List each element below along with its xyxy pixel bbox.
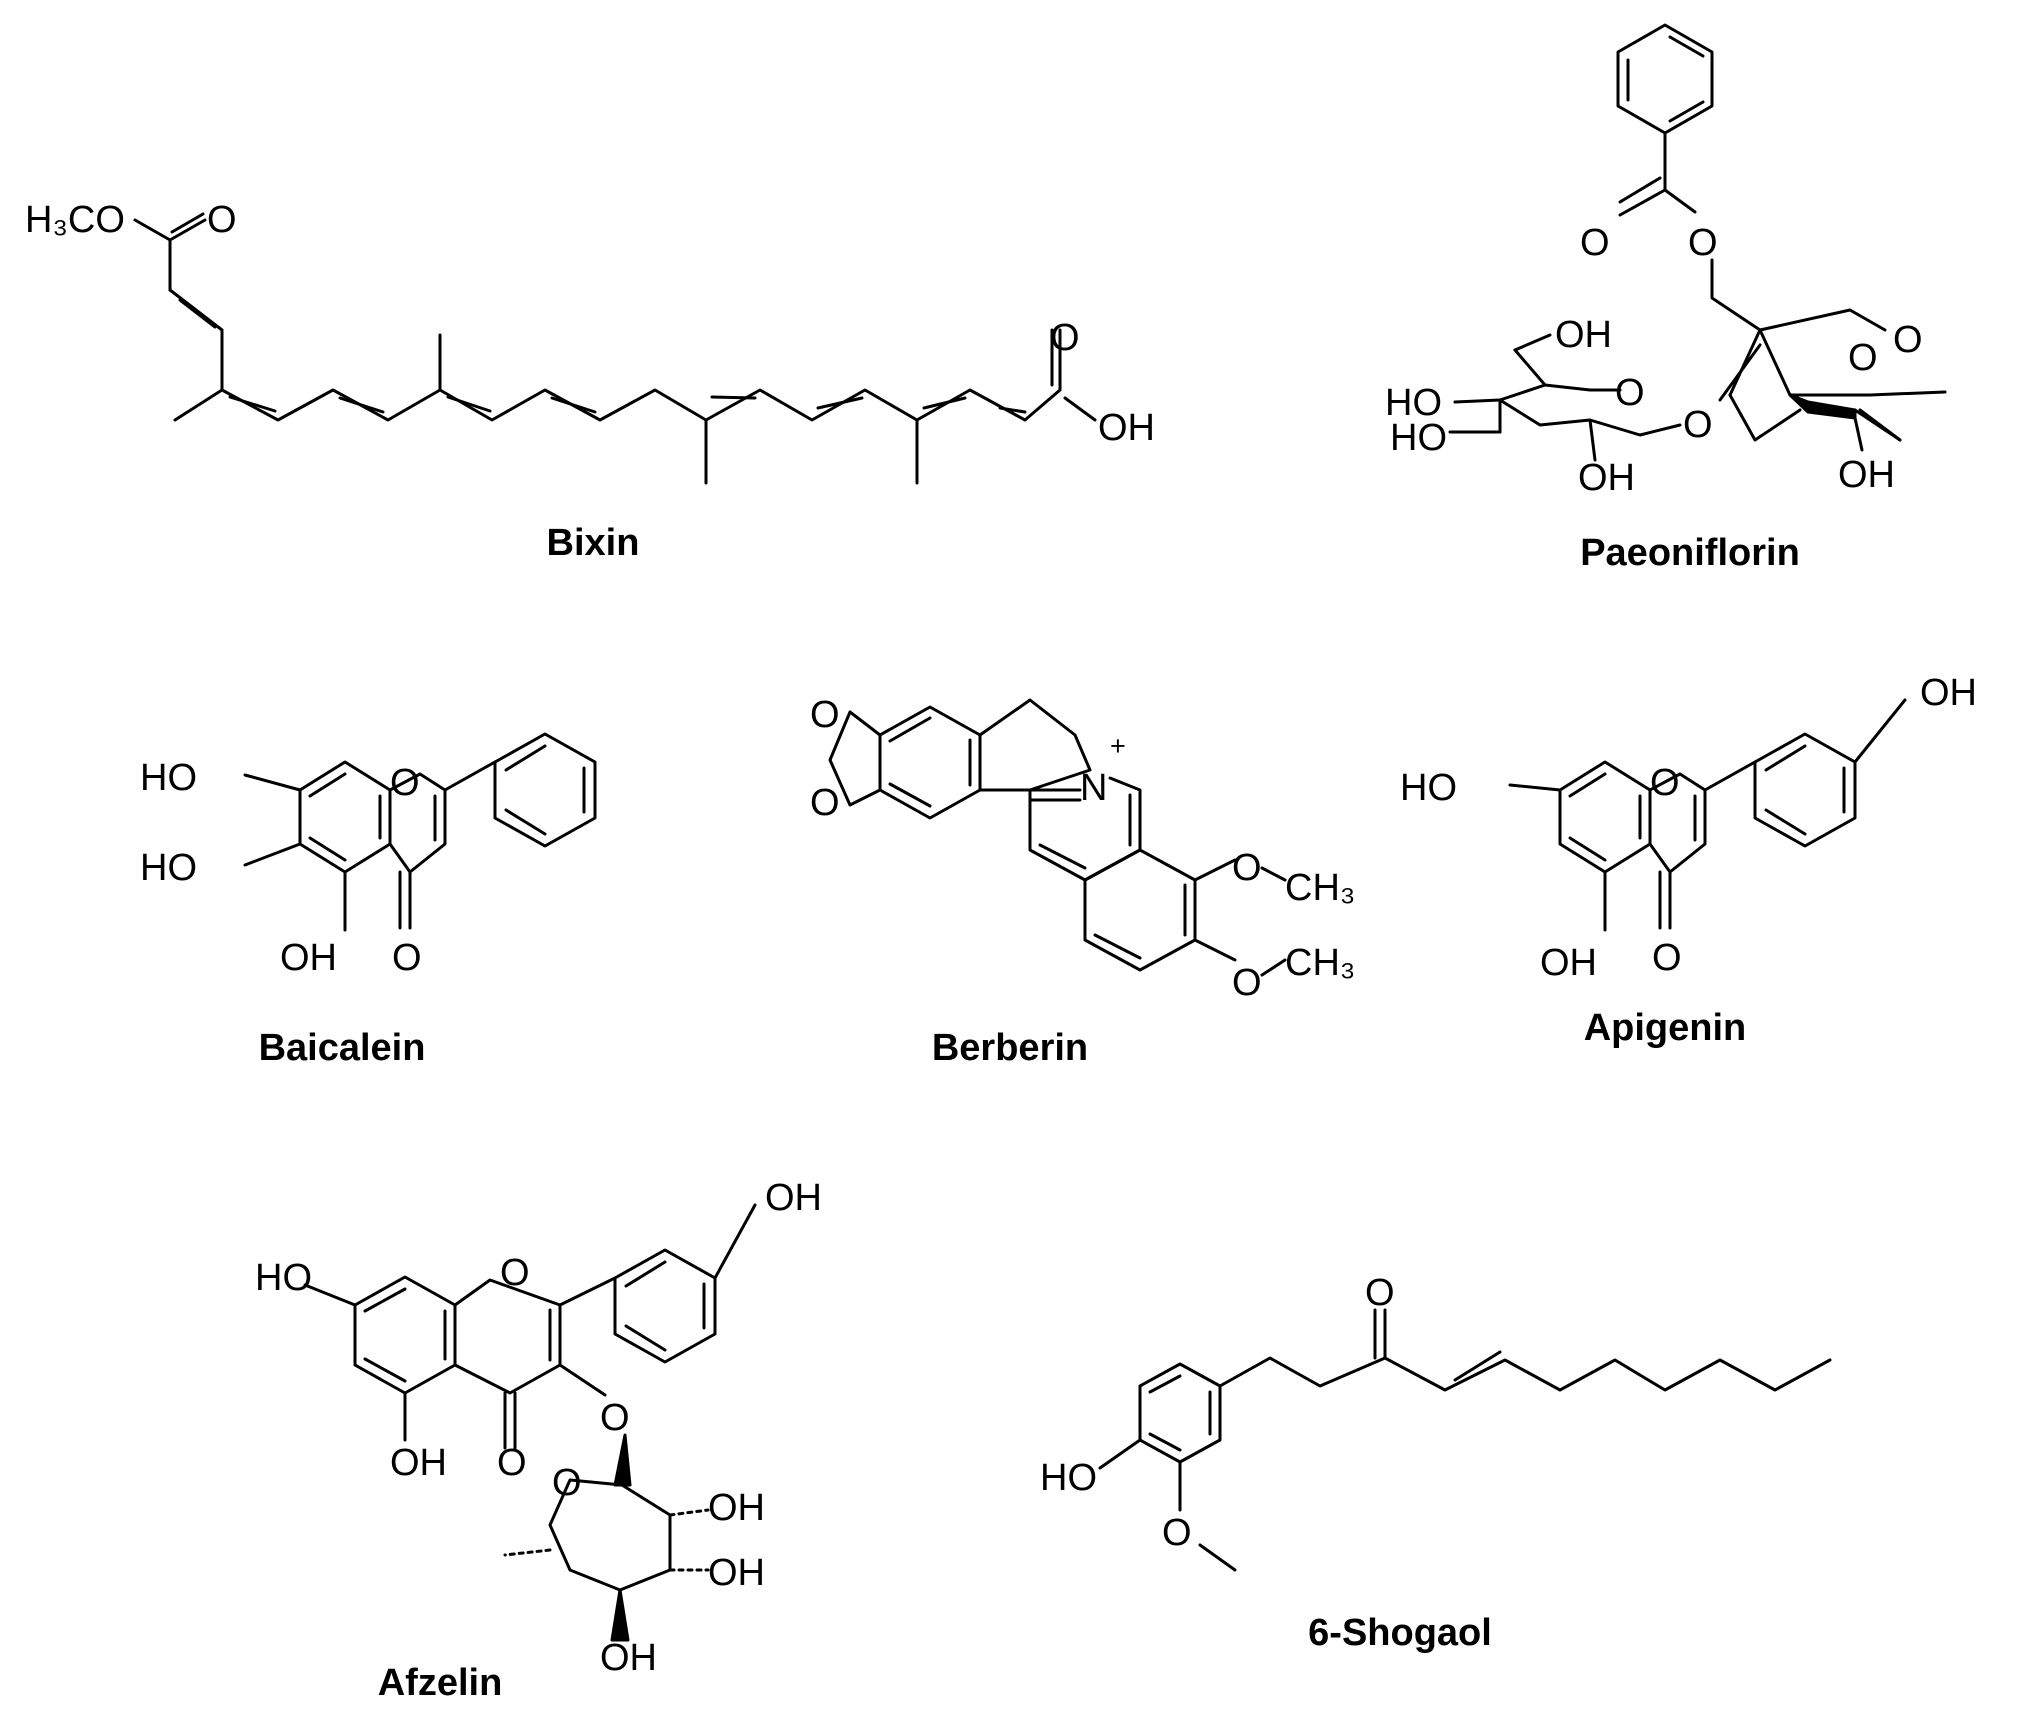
apigenin-oh-bottom-label: OH [1540, 942, 1597, 984]
apigenin-ho-label: HO [1400, 767, 1457, 809]
baicalein-a-ring [298, 760, 392, 874]
baicalein-b-ring [493, 732, 597, 848]
baicalein-name: Baicalein [259, 1027, 426, 1069]
afzelin-ho-label: HO [255, 1257, 312, 1299]
berberin-plus-label: + [1110, 731, 1126, 761]
berberin-och3-o2-label: O [1232, 962, 1262, 1004]
berberin-name: Berberin [932, 1027, 1088, 1069]
afzelin-structure: O O OH HO OH O O OH OH OH Afzelin [255, 1177, 822, 1704]
apigenin-b-ring [1753, 732, 1857, 848]
afzelin-oh-s1-label: OH [708, 1487, 765, 1529]
bixin-carbonyl-o-label: O [207, 199, 237, 241]
afzelin-b-ring [613, 1248, 717, 1364]
afzelin-keto-o-label: O [497, 1442, 527, 1484]
afzelin-link-o-label: O [600, 1397, 630, 1439]
afzelin-ring-o-label: O [500, 1252, 530, 1294]
paeoniflorin-ho1-label: HO [1385, 382, 1442, 424]
afzelin-c-ring [453, 1278, 562, 1395]
baicalein-keto-o-label: O [392, 937, 422, 979]
bixin-ester-bonds [133, 218, 207, 242]
shogaol-structure: O HO O 6-Shogaol [1040, 1272, 1832, 1654]
apigenin-structure: O O OH HO OH Apigenin [1400, 672, 1977, 1049]
apigenin-keto-o-label: O [1652, 937, 1682, 979]
berberin-o2-label: O [810, 782, 840, 824]
paeoniflorin-benzene-ring [1616, 23, 1714, 135]
paeoniflorin-ester-o2-label: O [1688, 222, 1718, 264]
paeoniflorin-structure: O O O O OH O O OH HO HO OH Paeoniflo [1385, 23, 1947, 574]
paeoniflorin-name: Paeoniflorin [1580, 532, 1800, 574]
shogaol-ho-label: HO [1040, 1457, 1097, 1499]
berberin-ch3-2-label: CH₃ [1285, 942, 1355, 984]
bixin-h3co-label: H₃CO [25, 199, 125, 241]
paeoniflorin-oh-right-label: OH [1838, 454, 1895, 496]
paeoniflorin-ester-o-label: O [1580, 222, 1610, 264]
berberin-ring-d [1083, 848, 1197, 972]
berberin-ring-b [978, 698, 1092, 792]
berberin-och3-o1-label: O [1232, 847, 1262, 889]
shogaol-keto-o-label: O [1365, 1272, 1395, 1314]
afzelin-oh-s3-label: OH [600, 1637, 657, 1679]
afzelin-oh-top-label: OH [765, 1177, 822, 1219]
berberin-o1-label: O [810, 694, 840, 736]
paeoniflorin-link-o-label: O [1683, 404, 1713, 446]
bixin-oh-label: OH [1098, 407, 1155, 449]
berberin-ch3-1-label: CH₃ [1285, 867, 1355, 909]
shogaol-side-chain [1218, 1356, 1832, 1392]
shogaol-benzene-ring [1138, 1362, 1222, 1464]
berberin-n-label: N [1080, 767, 1107, 809]
bixin-name: Bixin [547, 522, 640, 564]
paeoniflorin-ring-o-label: O [1615, 372, 1645, 414]
paeoniflorin-cage-o1-label: O [1848, 337, 1878, 379]
berberin-dioxole [828, 710, 882, 807]
bixin-polyene-chain [168, 288, 1062, 485]
afzelin-a-ring [353, 1275, 457, 1395]
apigenin-c-ring [1648, 772, 1707, 874]
shogaol-name: 6-Shogaol [1308, 1612, 1492, 1654]
paeoniflorin-oh-bottom-label: OH [1578, 457, 1635, 499]
berberin-structure: O O N + O CH₃ O CH₃ Berberin [810, 694, 1355, 1069]
afzelin-sugar-o-label: O [552, 1462, 582, 1504]
afzelin-oh-bottom-label: OH [390, 1442, 447, 1484]
berberin-ring-a [878, 705, 982, 820]
apigenin-ring-o-label: O [1650, 762, 1680, 804]
baicalein-ho2-label: HO [140, 847, 197, 889]
paeoniflorin-ch2-oh-label: OH [1555, 314, 1612, 356]
paeoniflorin-cage-o2-label: O [1893, 319, 1923, 361]
baicalein-ring-o-label: O [390, 762, 420, 804]
afzelin-rhamnose-ring [548, 1478, 672, 1592]
apigenin-oh-top-label: OH [1920, 672, 1977, 714]
apigenin-a-ring [1558, 760, 1652, 874]
baicalein-ho1-label: HO [140, 757, 197, 799]
baicalein-structure: O O HO HO OH Baicalein [140, 732, 597, 1069]
shogaol-methoxy-o-label: O [1162, 1512, 1192, 1554]
afzelin-oh-s2-label: OH [708, 1552, 765, 1594]
baicalein-c-ring [388, 772, 447, 874]
apigenin-name: Apigenin [1584, 1007, 1747, 1049]
bixin-acid-o-label: O [1050, 317, 1080, 359]
paeoniflorin-ho2-label: HO [1390, 417, 1447, 459]
baicalein-oh-label: OH [280, 937, 337, 979]
paeoniflorin-cage-bonds [1758, 308, 1887, 332]
afzelin-name: Afzelin [378, 1662, 503, 1704]
bixin-structure: H₃CO O O OH Bixin [25, 199, 1155, 564]
